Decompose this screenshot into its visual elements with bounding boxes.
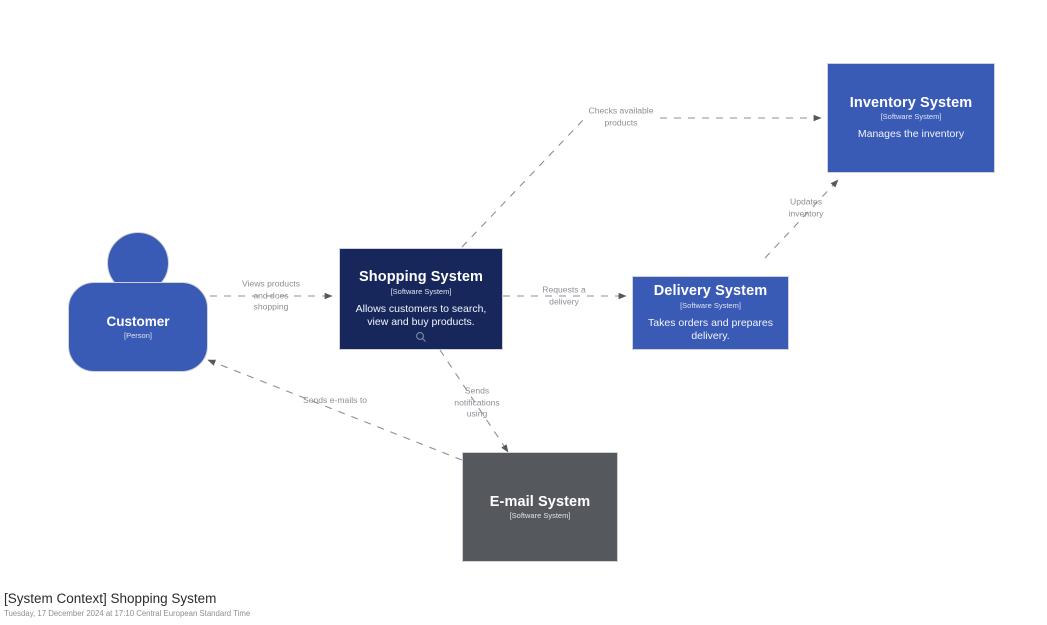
node-email-system-type: [Software System] [509, 511, 571, 521]
node-customer-type: [Person] [124, 331, 152, 341]
node-email-system-title: E-mail System [489, 493, 591, 510]
node-delivery-system[interactable]: Delivery System [Software System] Takes … [632, 276, 789, 350]
node-inventory-system-title: Inventory System [849, 94, 973, 111]
node-inventory-system-type: [Software System] [880, 112, 942, 122]
edge-delivery-to-inventory [764, 179, 839, 259]
edge-label-delivery-to-inventory: Updates inventory [788, 196, 824, 218]
node-delivery-system-type: [Software System] [680, 300, 741, 310]
node-delivery-system-title: Delivery System [653, 283, 768, 300]
magnifier-icon[interactable] [415, 331, 427, 343]
node-inventory-system-description: Manages the inventory [857, 128, 965, 141]
node-shopping-system-title: Shopping System [359, 269, 483, 286]
edge-label-shopping-to-email: Sends notifications using [454, 385, 500, 419]
diagram-title: [System Context] Shopping System [4, 591, 217, 606]
edge-label-email-to-customer: Sends e-mails to [302, 395, 368, 406]
edge-shopping-to-email [439, 349, 509, 453]
node-customer[interactable]: Customer [Person] [68, 232, 208, 372]
node-delivery-system-description: Takes orders and prepares delivery. [648, 316, 773, 342]
node-inventory-system[interactable]: Inventory System [Software System] Manag… [827, 63, 995, 173]
node-shopping-system-type: [Software System] [390, 286, 452, 296]
edge-email-to-customer [207, 359, 463, 461]
node-email-system[interactable]: E-mail System [Software System] [462, 452, 618, 562]
node-shopping-system-description: Allows customers to search, view and buy… [355, 302, 487, 328]
diagram-footer: [System Context] Shopping System Tuesday… [4, 591, 250, 619]
edge-label-customer-to-shopping: Views products and does shopping [241, 278, 301, 312]
node-customer-title: Customer [106, 313, 170, 329]
edge-label-shopping-to-inventory: Checks available products [588, 105, 654, 127]
diagram-timestamp: Tuesday, 17 December 2024 at 17:10 Centr… [4, 608, 251, 618]
edge-shopping-to-inventory [461, 114, 822, 248]
node-shopping-system[interactable]: Shopping System [Software System] Allows… [339, 248, 503, 350]
edge-label-shopping-to-delivery: Requests a delivery [542, 284, 586, 306]
person-body-shape: Customer [Person] [68, 282, 208, 372]
